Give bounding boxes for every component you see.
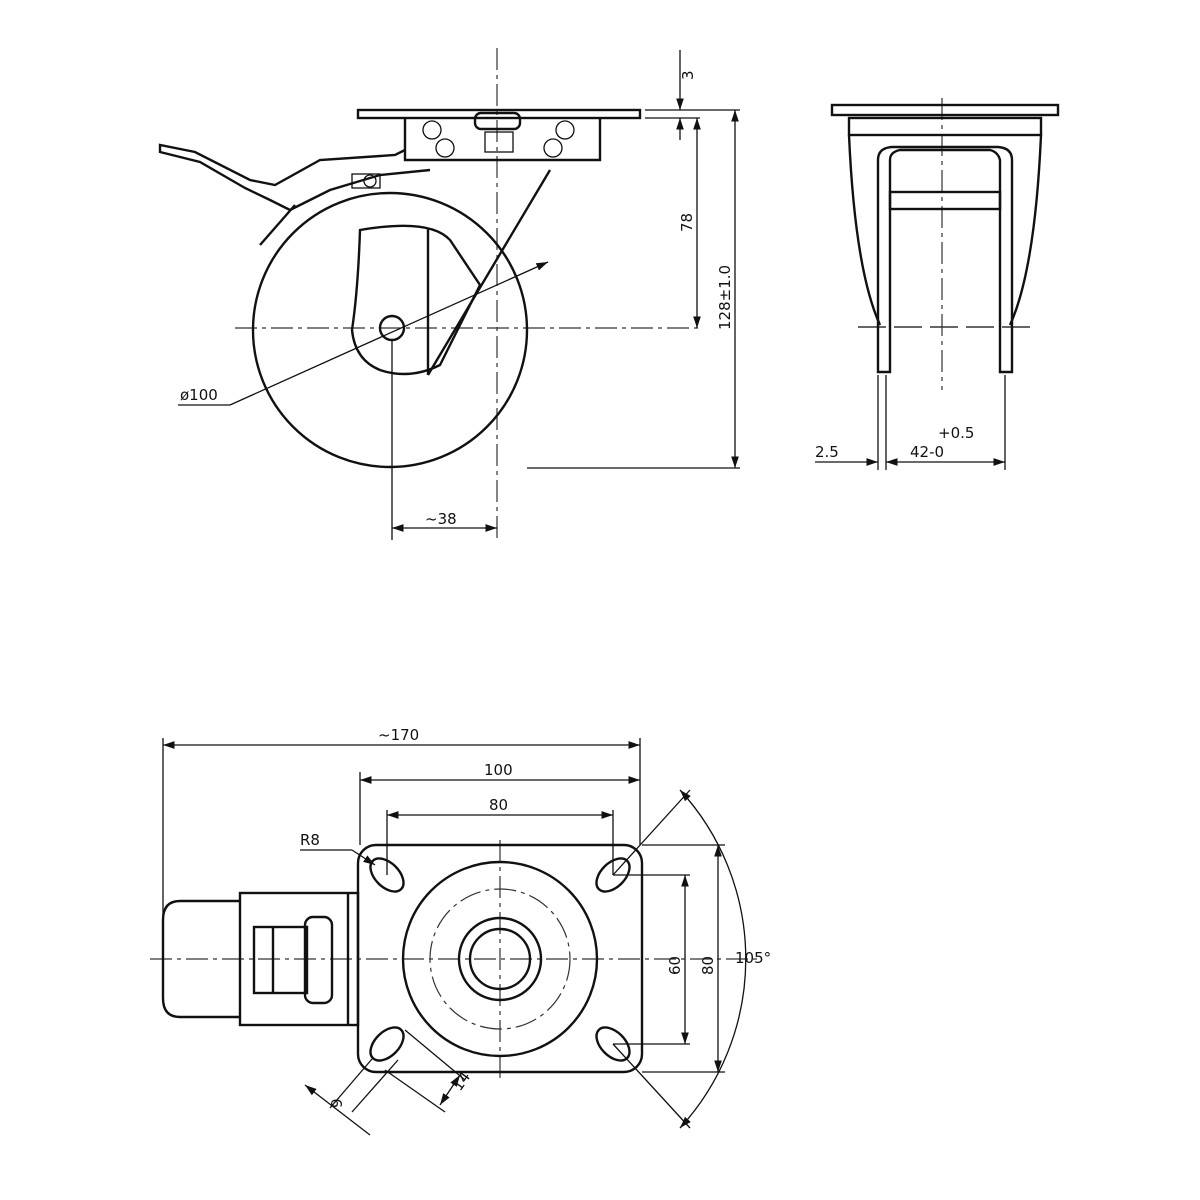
width-tolerance-label: +0.5	[938, 424, 974, 442]
hole-spacing-y-label: 60	[666, 956, 684, 975]
axle-height-label: 78	[678, 213, 696, 232]
hole-spacing-x-label: 80	[489, 796, 508, 814]
swivel-housing	[403, 118, 602, 162]
width-label: 42-0	[910, 443, 944, 461]
plate-thickness-label: 3	[679, 70, 697, 80]
swivel-angle-label: 105°	[735, 949, 771, 967]
front-view: 2.5 +0.5 42-0	[815, 98, 1060, 470]
plate-width-label: 100	[484, 761, 513, 779]
corner-radius-label: R8	[300, 831, 320, 849]
overall-length-label: ~170	[378, 726, 419, 744]
brake-lever	[158, 143, 431, 212]
brake-housing	[238, 891, 360, 1027]
wheel-diameter-label: ø100	[180, 386, 218, 404]
top-plate	[356, 108, 642, 120]
slot-width-label: 9	[328, 1098, 346, 1108]
side-view: ø100 3 78 128±1.0 ~38	[158, 48, 740, 540]
offset-label: ~38	[425, 510, 457, 528]
top-view: ~170 100 80 R8 60 80 105° 9 14	[150, 726, 771, 1136]
wall-thickness-label: 2.5	[815, 443, 839, 461]
plate-depth-label: 80	[699, 956, 717, 975]
fork-leg	[350, 224, 482, 376]
wheel	[251, 191, 529, 469]
mounting-slots	[369, 857, 631, 1062]
total-height-label: 128±1.0	[716, 265, 734, 330]
fork	[876, 145, 1014, 374]
